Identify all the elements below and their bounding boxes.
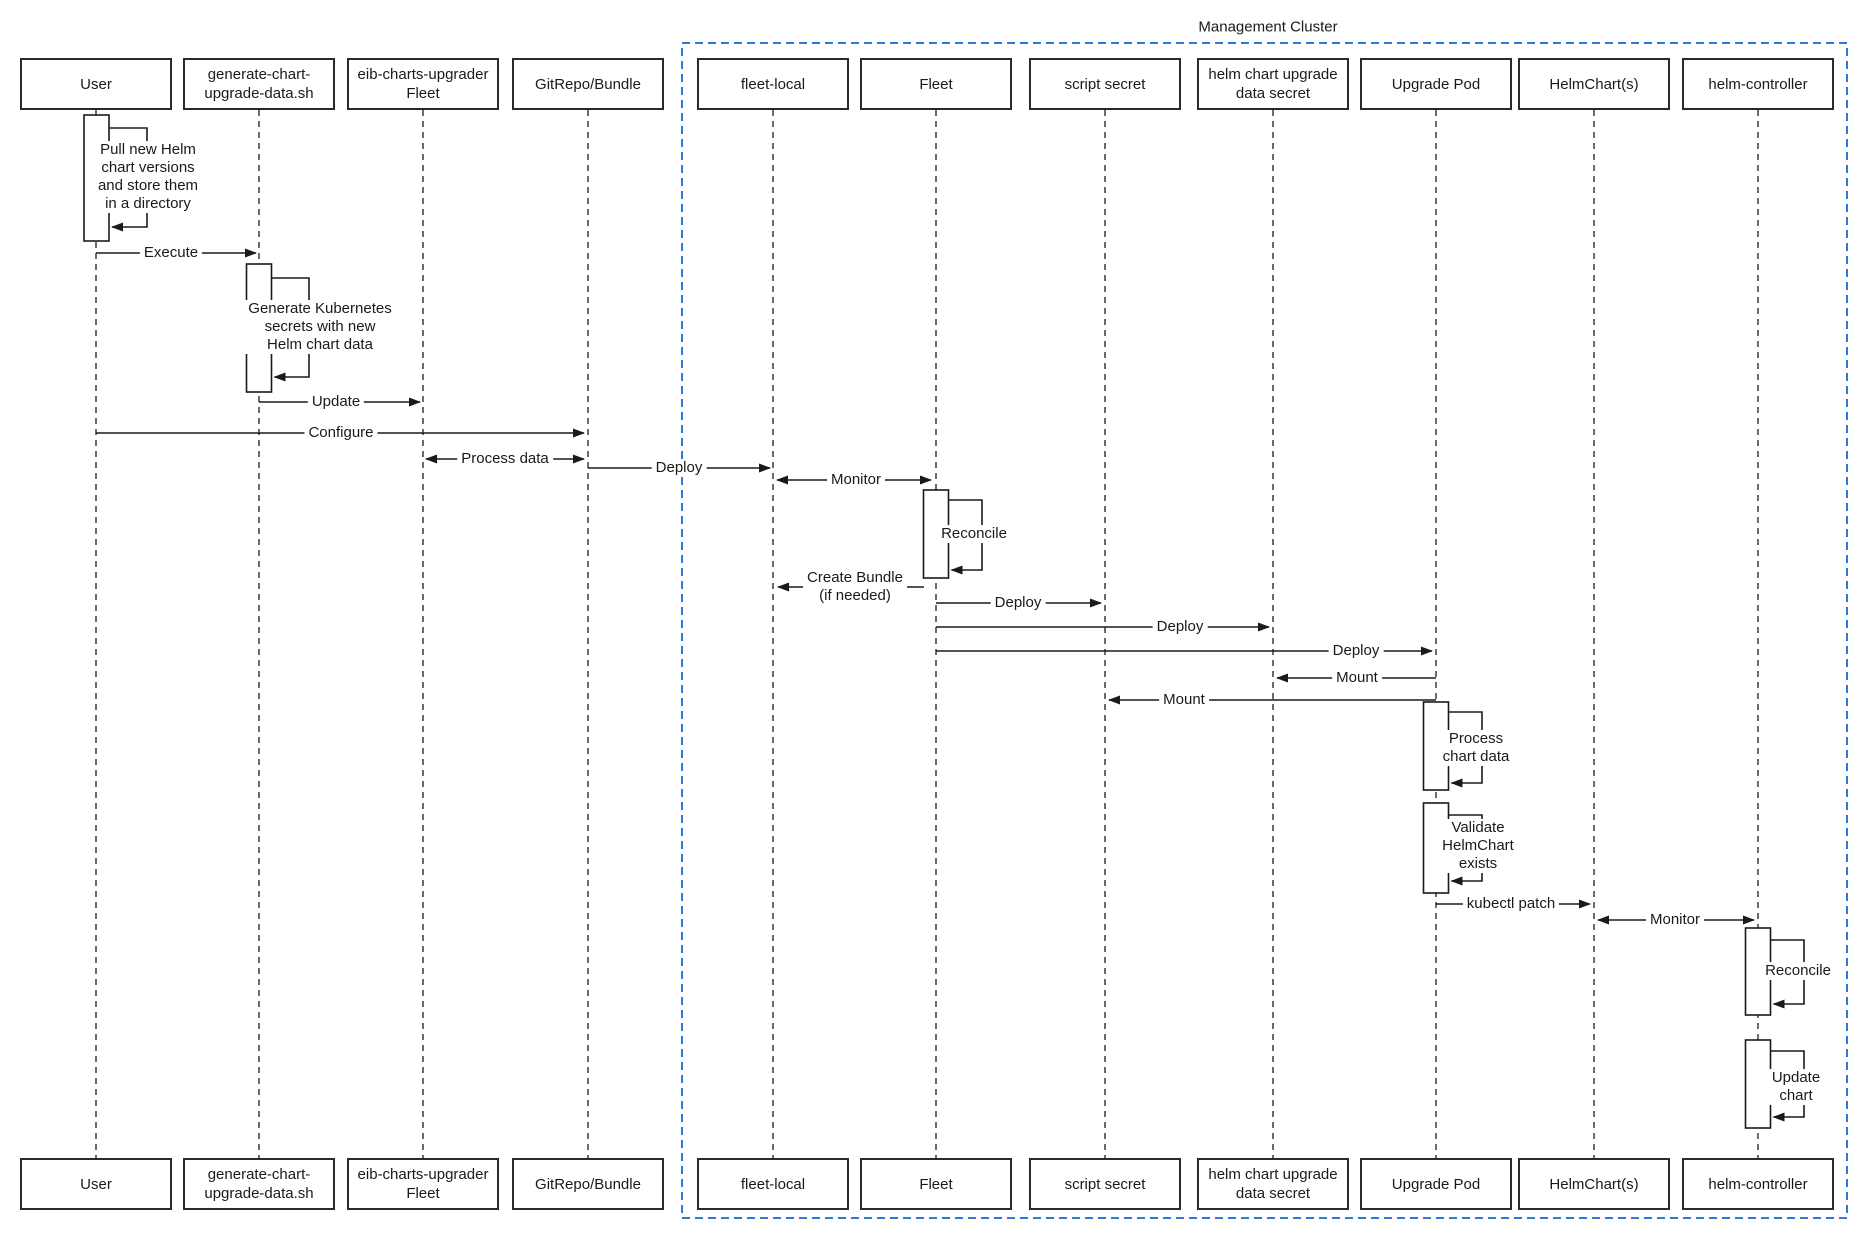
participant-helm-controller-top: helm-controller xyxy=(1682,58,1834,110)
participant-label: helm chart upgrade xyxy=(1208,1166,1338,1183)
participant-user-top: User xyxy=(20,58,172,110)
message-label-execute: Execute xyxy=(139,244,203,262)
label-line: exists xyxy=(1458,855,1498,872)
self-label-reconcile-controller: Reconcile xyxy=(1761,962,1835,980)
participant-label: GitRepo/Bundle xyxy=(535,75,641,93)
participant-gitrepo-bundle-bottom: GitRepo/Bundle xyxy=(512,1158,664,1210)
participant-label: Fleet xyxy=(919,75,953,93)
label-line: chart data xyxy=(1442,748,1510,765)
label-line: Create Bundle xyxy=(807,569,903,586)
participant-fleet-top: Fleet xyxy=(860,58,1012,110)
participant-script-secret-top: script secret xyxy=(1029,58,1181,110)
participant-data-secret-top: helm chart upgrade data secret xyxy=(1197,58,1349,110)
participant-generate-script-bottom: generate-chart- upgrade-data.sh xyxy=(183,1158,335,1210)
participant-label: script secret xyxy=(1064,1175,1146,1193)
participant-gitrepo-bundle-top: GitRepo/Bundle xyxy=(512,58,664,110)
participant-script-secret-bottom: script secret xyxy=(1029,1158,1181,1210)
participant-fleet-local-bottom: fleet-local xyxy=(697,1158,849,1210)
participant-helmchart-bottom: HelmChart(s) xyxy=(1518,1158,1670,1210)
participant-label: upgrade-data.sh xyxy=(204,1185,314,1202)
label-line: secrets with new xyxy=(264,318,376,335)
message-label-deploy-upgrade-pod: Deploy xyxy=(1328,642,1384,660)
label-line: in a directory xyxy=(105,195,191,212)
label-line: and store them xyxy=(97,177,199,194)
participant-eib-charts-upgrader-fleet-top: eib-charts-upgrader Fleet xyxy=(347,58,499,110)
message-label-monitor-helmchart: Monitor xyxy=(1645,911,1705,929)
participant-user-bottom: User xyxy=(20,1158,172,1210)
label-line: (if needed) xyxy=(819,587,891,604)
participant-fleet-local-top: fleet-local xyxy=(697,58,849,110)
label-line: Generate Kubernetes xyxy=(248,300,392,317)
self-label-process-chart-data: Process chart data xyxy=(1438,730,1514,766)
participant-label: fleet-local xyxy=(740,1175,806,1193)
label-line: chart xyxy=(1779,1087,1813,1104)
participant-label: data secret xyxy=(1235,85,1311,102)
management-cluster-frame xyxy=(681,42,1848,1219)
label-line: Pull new Helm xyxy=(100,141,196,158)
participant-label: helm chart upgrade xyxy=(1208,66,1338,83)
message-label-kubectl-patch: kubectl patch xyxy=(1462,895,1560,913)
participant-label: User xyxy=(80,75,112,93)
label-line: Helm chart data xyxy=(267,336,373,353)
participant-label: HelmChart(s) xyxy=(1549,1175,1639,1193)
message-label-mount-script-secret: Mount xyxy=(1159,691,1209,709)
cluster-title: Management Cluster xyxy=(1194,18,1342,36)
participant-upgrade-pod-bottom: Upgrade Pod xyxy=(1360,1158,1512,1210)
participant-label: HelmChart(s) xyxy=(1549,75,1639,93)
participant-label: GitRepo/Bundle xyxy=(535,1175,641,1193)
participant-label: fleet-local xyxy=(740,75,806,93)
participant-generate-script-top: generate-chart- upgrade-data.sh xyxy=(183,58,335,110)
participant-data-secret-bottom: helm chart upgrade data secret xyxy=(1197,1158,1349,1210)
self-label-generate-secrets: Generate Kubernetes secrets with new Hel… xyxy=(244,300,396,354)
participant-label: Upgrade Pod xyxy=(1391,1175,1481,1193)
participant-helmchart-top: HelmChart(s) xyxy=(1518,58,1670,110)
label-line: HelmChart xyxy=(1442,837,1514,854)
label-line: Validate xyxy=(1451,819,1505,836)
label-line: chart versions xyxy=(101,159,195,176)
participant-label: script secret xyxy=(1064,75,1146,93)
label-line: Update xyxy=(1771,1069,1821,1086)
participant-label: generate-chart- xyxy=(207,66,311,83)
activation-helm-controller-update xyxy=(1744,1039,1772,1129)
self-label-pull-new-helm: Pull new Helm chart versions and store t… xyxy=(93,141,203,213)
self-label-validate-helmchart: Validate HelmChart exists xyxy=(1438,819,1518,873)
participant-label: Upgrade Pod xyxy=(1391,75,1481,93)
message-label-create-bundle: Create Bundle (if needed) xyxy=(803,569,907,605)
participant-label: Fleet xyxy=(406,85,440,102)
participant-label: helm-controller xyxy=(1708,1175,1808,1193)
label-line: Process xyxy=(1448,730,1504,747)
self-label-update-chart: Update chart xyxy=(1767,1069,1825,1105)
participant-label: eib-charts-upgrader xyxy=(357,1166,489,1183)
participant-label: Fleet xyxy=(406,1185,440,1202)
participant-label: upgrade-data.sh xyxy=(204,85,314,102)
message-label-mount-data-secret: Mount xyxy=(1332,669,1382,687)
participant-fleet-bottom: Fleet xyxy=(860,1158,1012,1210)
message-label-monitor-fleet: Monitor xyxy=(826,471,886,489)
message-label-deploy-fleet-local: Deploy xyxy=(651,459,707,477)
message-label-update: Update xyxy=(307,393,365,411)
message-label-deploy-script-secret: Deploy xyxy=(990,594,1046,612)
message-label-process-data: Process data xyxy=(457,450,553,468)
participant-label: eib-charts-upgrader xyxy=(357,66,489,83)
participant-label: User xyxy=(80,1175,112,1193)
participant-label: Fleet xyxy=(919,1175,953,1193)
message-label-deploy-data-secret: Deploy xyxy=(1152,618,1208,636)
participant-upgrade-pod-top: Upgrade Pod xyxy=(1360,58,1512,110)
participant-label: data secret xyxy=(1235,1185,1311,1202)
participant-label: helm-controller xyxy=(1708,75,1808,93)
participant-label: generate-chart- xyxy=(207,1166,311,1183)
participant-eib-charts-upgrader-fleet-bottom: eib-charts-upgrader Fleet xyxy=(347,1158,499,1210)
participant-helm-controller-bottom: helm-controller xyxy=(1682,1158,1834,1210)
message-label-configure: Configure xyxy=(304,424,378,442)
self-label-reconcile-fleet: Reconcile xyxy=(937,525,1011,543)
